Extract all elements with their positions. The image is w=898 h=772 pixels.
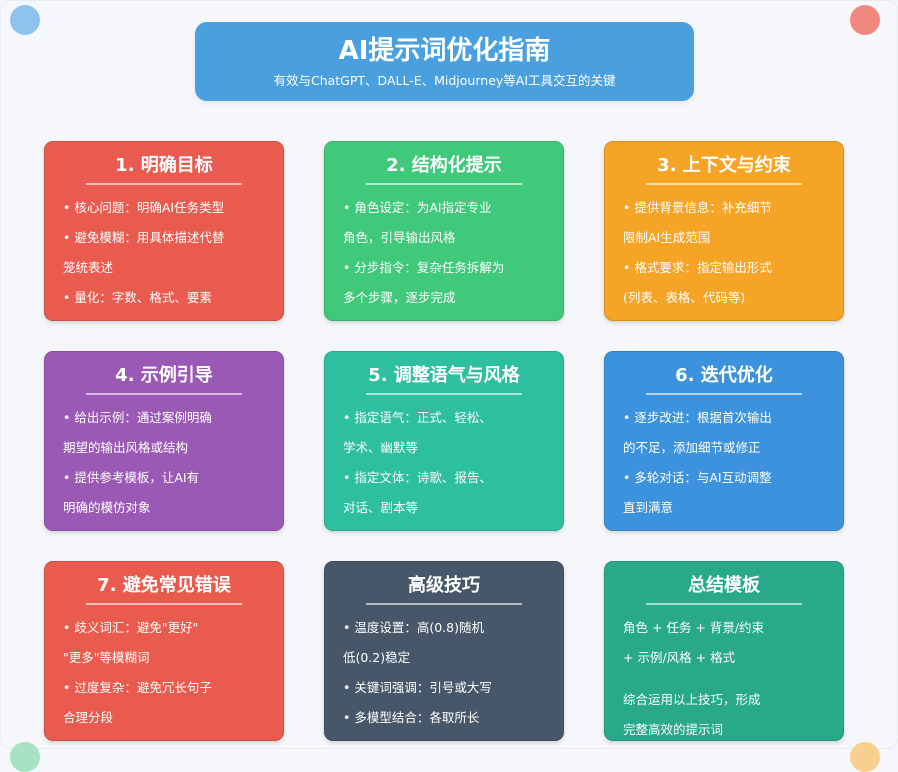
card-title: 5. 调整语气与风格 xyxy=(368,365,520,386)
card-line: 完整高效的提示词 xyxy=(623,722,724,737)
card-line: • 角色设定：为AI指定专业 xyxy=(343,200,492,215)
tip-card: 2. 结构化提示 • 角色设定：为AI指定专业角色，引导输出风格 • 分步指令：复… xyxy=(324,141,564,321)
card-line: • 量化：字数、格式、要素 xyxy=(63,290,212,305)
title-divider xyxy=(86,603,242,605)
title-divider xyxy=(646,603,802,605)
card-line: • 提供参考模板，让AI有 xyxy=(63,470,200,485)
card-line: 明确的模仿对象 xyxy=(63,500,151,515)
card-line: 的不足，添加细节或修正 xyxy=(623,440,761,455)
card-line: • 多模型结合：各取所长 xyxy=(343,710,480,725)
card-title: 7. 避免常见错误 xyxy=(97,575,231,596)
card-line: + 示例/风格 + 格式 xyxy=(623,650,736,665)
card-line: 低(0.2)稳定 xyxy=(343,650,411,665)
card-line: 角色 + 任务 + 背景/约束 xyxy=(623,620,765,635)
card-line: (列表、表格、代码等) xyxy=(623,290,746,305)
tip-card: 总结模板 角色 + 任务 + 背景/约束 + 示例/风格 + 格式综合运用以上技巧… xyxy=(604,561,844,741)
card-line: • 分步指令：复杂任务拆解为 xyxy=(343,260,505,275)
card-line: 综合运用以上技巧，形成 xyxy=(623,692,761,707)
card-title: 1. 明确目标 xyxy=(115,155,213,176)
card-title: 6. 迭代优化 xyxy=(675,365,773,386)
card-line: • 提供背景信息：补充细节 xyxy=(623,200,772,215)
card-line: • 格式要求：指定输出形式 xyxy=(623,260,772,275)
card-line: 直到满意 xyxy=(623,500,674,515)
title-divider xyxy=(646,183,802,185)
tip-card: 6. 迭代优化 • 逐步改进：根据首次输出的不足，添加细节或修正 • 多轮对话：与… xyxy=(604,351,844,531)
tip-card: 4. 示例引导 • 给出示例：通过案例明确期望的输出风格或结构 • 提供参考模板，… xyxy=(44,351,284,531)
decor-circle-green xyxy=(10,742,40,772)
title-divider xyxy=(366,183,522,185)
decor-circle-blue xyxy=(10,5,40,35)
page-subtitle: 有效与ChatGPT、DALL-E、Midjourney等AI工具交互的关键 xyxy=(273,73,616,88)
tip-card: 1. 明确目标 • 核心问题：明确AI任务类型 • 避免模糊：用具体描述代替笼统表… xyxy=(44,141,284,321)
decor-circle-red xyxy=(850,5,880,35)
card-title: 高级技巧 xyxy=(408,575,480,596)
decor-circle-orange xyxy=(850,742,880,772)
card-line: • 歧义词汇：避免"更好" xyxy=(63,620,199,635)
card-title: 4. 示例引导 xyxy=(115,365,213,386)
card-title: 2. 结构化提示 xyxy=(386,155,502,176)
title-divider xyxy=(366,393,522,395)
card-line: 学术、幽默等 xyxy=(343,440,419,455)
card-line: • 多轮对话：与AI互动调整 xyxy=(623,470,772,485)
card-line: • 指定语气：正式、轻松、 xyxy=(343,410,492,425)
page-title: AI提示词优化指南 xyxy=(338,36,551,66)
card-line: 限制AI生成范围 xyxy=(623,230,711,245)
card-line: • 过度复杂：避免冗长句子 xyxy=(63,680,212,695)
card-line: • 核心问题：明确AI任务类型 xyxy=(63,200,225,215)
card-line: 角色，引导输出风格 xyxy=(343,230,456,245)
title-divider xyxy=(366,603,522,605)
title-divider xyxy=(86,183,242,185)
card-title: 总结模板 xyxy=(688,575,760,596)
card-line: • 给出示例：通过案例明确 xyxy=(63,410,212,425)
card-line: 多个步骤，逐步完成 xyxy=(343,290,456,305)
card-line: 期望的输出风格或结构 xyxy=(63,440,189,455)
card-line: 合理分段 xyxy=(63,710,114,725)
title-divider xyxy=(86,393,242,395)
tip-card: 5. 调整语气与风格 • 指定语气：正式、轻松、学术、幽默等 • 指定文体：诗歌、… xyxy=(324,351,564,531)
card-title: 3. 上下文与约束 xyxy=(657,155,791,176)
card-line: 对话、剧本等 xyxy=(343,500,419,515)
card-line: 笼统表述 xyxy=(63,260,114,275)
tip-card: 7. 避免常见错误 • 歧义词汇：避免"更好" "更多"等模糊词 • 过度复杂：避免… xyxy=(44,561,284,741)
card-line: • 逐步改进：根据首次输出 xyxy=(623,410,772,425)
card-line: • 指定文体：诗歌、报告、 xyxy=(343,470,492,485)
card-line: • 关键词强调：引号或大写 xyxy=(343,680,492,695)
card-line: • 避免模糊：用具体描述代替 xyxy=(63,230,225,245)
header-banner: AI提示词优化指南 有效与ChatGPT、DALL-E、Midjourney等A… xyxy=(195,22,694,101)
card-line: "更多"等模糊词 xyxy=(63,650,150,665)
tip-card: 3. 上下文与约束 • 提供背景信息：补充细节限制AI生成范围 • 格式要求：指定… xyxy=(604,141,844,321)
tip-card: 高级技巧 • 温度设置：高(0.8)随机低(0.2)稳定 • 关键词强调：引号或大… xyxy=(324,561,564,741)
title-divider xyxy=(646,393,802,395)
card-line: • 温度设置：高(0.8)随机 xyxy=(343,620,484,635)
